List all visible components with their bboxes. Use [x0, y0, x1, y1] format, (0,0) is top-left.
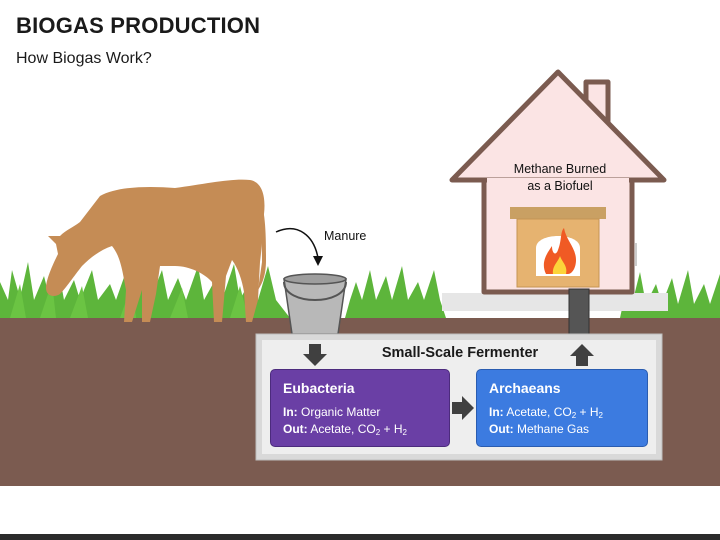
eubacteria-title: Eubacteria	[283, 380, 355, 396]
fireplace	[510, 207, 606, 288]
gas-pipe	[568, 288, 590, 336]
manure-bucket	[283, 273, 347, 335]
eubacteria-input: In: Organic Matter	[283, 405, 381, 419]
house-label-line-1: Methane Burned	[513, 162, 607, 176]
manure-label: Manure	[324, 229, 367, 243]
archaeans-title: Archaeans	[489, 380, 561, 396]
manure-arrow	[275, 227, 323, 266]
house-platform	[442, 293, 668, 311]
cow	[46, 179, 266, 322]
page-subtitle: How Biogas Work?	[16, 50, 152, 67]
eubacteria-output: Out: Acetate, CO2 + H2	[283, 422, 407, 437]
output-up-arrow	[570, 344, 594, 366]
archaeans-input: In: Acetate, CO2 + H2	[489, 405, 603, 420]
footer-bar	[0, 534, 720, 540]
fermenter-title: Small-Scale Fermenter	[381, 345, 539, 361]
archaeans-box: Archaeans In: Acetate, CO2 + H2 Out: Met…	[476, 369, 648, 447]
eubacteria-box: Eubacteria In: Organic Matter Out: Aceta…	[270, 369, 450, 447]
house-label-line-2: as a Biofuel	[527, 179, 593, 193]
input-down-arrow	[303, 344, 327, 366]
page-title: BIOGAS PRODUCTION	[16, 13, 261, 38]
process-right-arrow	[452, 396, 474, 420]
house-label: Methane Burned as a Biofuel	[490, 161, 630, 195]
archaeans-output: Out: Methane Gas	[489, 422, 590, 436]
flame-icon	[543, 228, 576, 274]
